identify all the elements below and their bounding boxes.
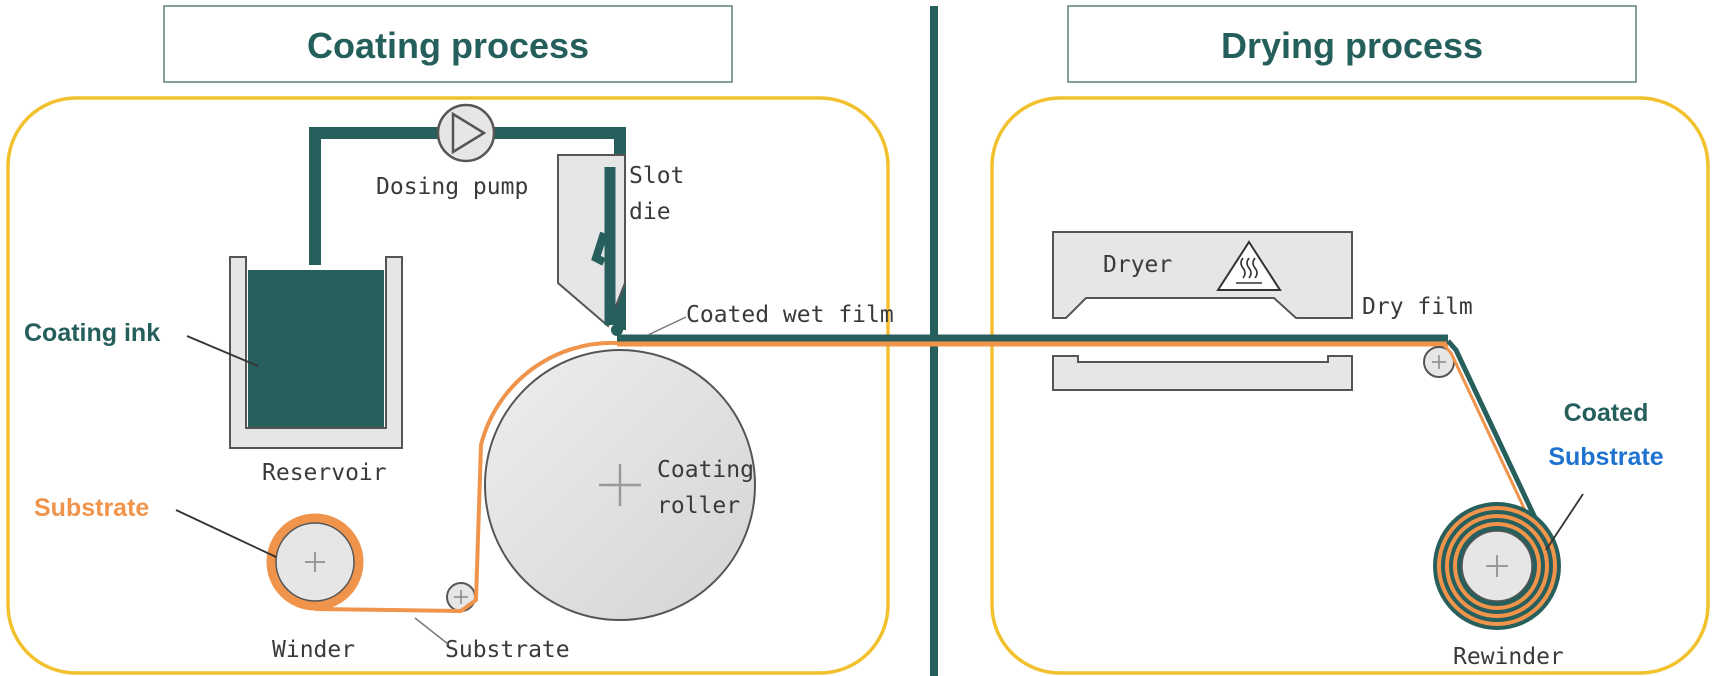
dryer	[1052, 231, 1353, 391]
substrate-leader	[175, 509, 277, 558]
dryer-bottom	[1052, 355, 1353, 391]
web-to-rewinder-substrate	[1442, 344, 1550, 560]
slot-die-label-2: die	[629, 199, 671, 225]
coating-header: Coating process	[163, 5, 733, 83]
dry-film-label: Dry film	[1362, 294, 1473, 320]
rewinder	[1433, 502, 1561, 630]
slot-die-nozzle	[611, 324, 623, 336]
reservoir	[229, 256, 403, 449]
winder-label: Winder	[272, 637, 355, 663]
coated-substrate-callout: Substrate	[1548, 443, 1663, 471]
coating-roller-label-1: Coating	[657, 457, 754, 483]
reservoir-label: Reservoir	[262, 460, 387, 486]
plus-icon	[454, 590, 468, 604]
reservoir-ink	[248, 270, 384, 442]
winder	[266, 513, 364, 611]
dosing-pump-label: Dosing pump	[376, 174, 528, 200]
web-to-rewinder-film	[1446, 339, 1556, 558]
dryer-label: Dryer	[1103, 252, 1172, 278]
heat-warning-icon	[1216, 240, 1282, 291]
drying-panel	[990, 96, 1710, 675]
dryer-top	[1052, 231, 1353, 319]
plus-icon	[1486, 555, 1508, 577]
coating-roller	[484, 349, 756, 621]
winder-core	[275, 522, 355, 602]
coating-roller-label-2: roller	[657, 493, 740, 519]
reservoir-tank	[229, 256, 403, 449]
coating-panel	[6, 96, 890, 675]
coating-ink-callout: Coating ink	[24, 319, 160, 347]
slot-die-label-1: Slot	[629, 163, 684, 189]
slot-die-notch	[591, 231, 608, 266]
plus-icon	[599, 464, 641, 506]
coating-ink-leader	[186, 335, 259, 367]
rewinder-label: Rewinder	[1453, 644, 1564, 670]
slot-die	[557, 154, 626, 336]
pump-arrow-icon	[451, 111, 487, 155]
coated-substrate-leader	[1545, 493, 1584, 551]
substrate-path-leader	[414, 617, 449, 645]
substrate-web-path	[314, 340, 618, 614]
substrate-path-label: Substrate	[445, 637, 570, 663]
coating-header-text: Coating process	[307, 25, 589, 66]
coated-wet-film-label: Coated wet film	[686, 302, 894, 328]
drying-header-text: Drying process	[1221, 25, 1483, 66]
plus-icon	[305, 552, 325, 572]
coated-callout: Coated	[1564, 399, 1649, 427]
coated-wet-film-leader	[647, 316, 687, 336]
idler-roller-coating	[446, 582, 476, 612]
dosing-pump	[436, 103, 496, 163]
plus-icon	[1432, 355, 1446, 369]
substrate-callout: Substrate	[34, 494, 149, 522]
drying-header: Drying process	[1067, 5, 1637, 83]
